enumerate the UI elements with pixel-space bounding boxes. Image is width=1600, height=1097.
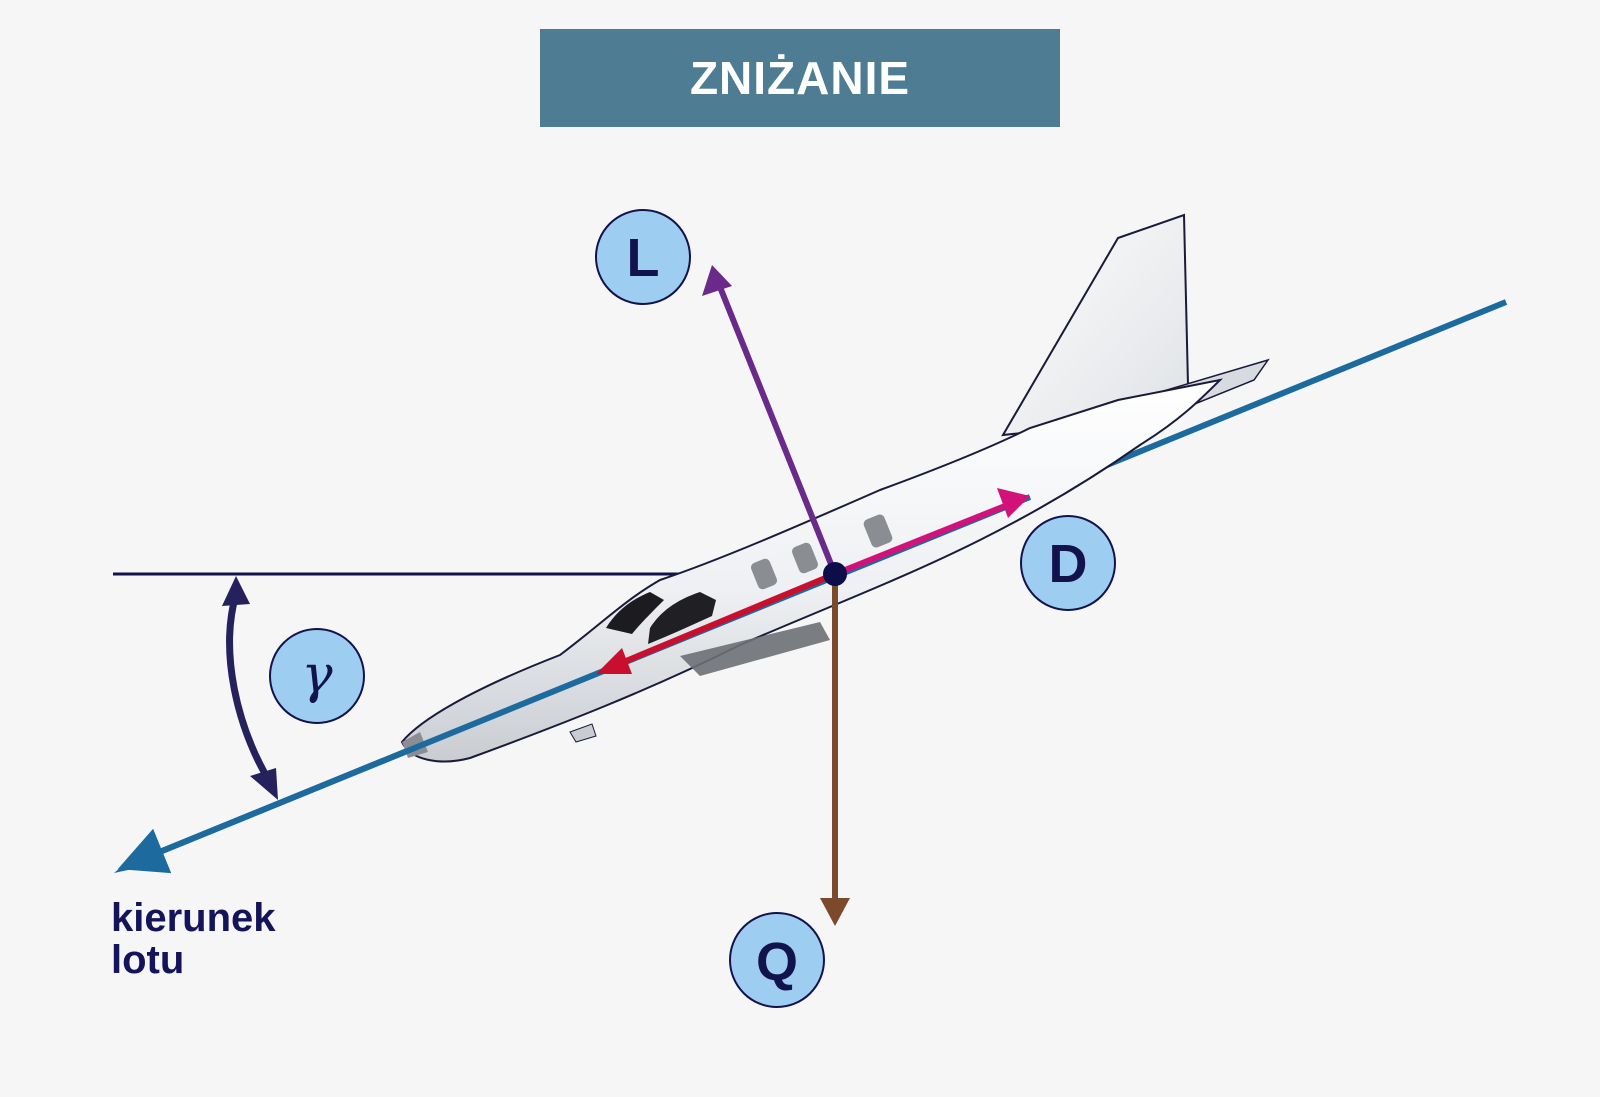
lift-arrowhead bbox=[702, 265, 732, 296]
lift-label-circle bbox=[595, 209, 691, 305]
drag-vector bbox=[833, 497, 1022, 577]
flight-direction-caption: kierunek lotu bbox=[111, 897, 276, 981]
lift-label-text: L bbox=[627, 228, 660, 288]
caption-line-1: kierunek bbox=[111, 896, 276, 940]
cockpit-window bbox=[648, 592, 716, 644]
lift-vector bbox=[715, 280, 838, 576]
weight-label-circle bbox=[729, 912, 825, 1008]
center-of-gravity bbox=[823, 562, 847, 586]
flight-direction-arrowhead bbox=[114, 844, 156, 873]
angle-arc bbox=[226, 593, 275, 788]
wing-root bbox=[680, 622, 830, 676]
angle-label: γ bbox=[269, 628, 365, 724]
cabin-window bbox=[750, 558, 778, 590]
windshield bbox=[606, 592, 664, 634]
angle-label-circle bbox=[269, 628, 365, 724]
title-banner: ZNIŻANIE bbox=[540, 29, 1060, 127]
caption-line-2: lotu bbox=[111, 938, 185, 982]
lift-label: L bbox=[595, 209, 691, 305]
weight-label-text: Q bbox=[756, 932, 798, 992]
drag-label-circle bbox=[1020, 515, 1116, 611]
landing-gear-door bbox=[569, 723, 597, 743]
drag-arrowhead bbox=[997, 488, 1030, 518]
forward-arrowhead bbox=[596, 648, 632, 674]
drag-label-text: D bbox=[1049, 534, 1088, 594]
cabin-window bbox=[863, 514, 893, 548]
angle-arrowhead-bottom bbox=[250, 768, 278, 800]
weight-arrowhead bbox=[820, 898, 850, 926]
forward-vector bbox=[612, 571, 837, 669]
cabin-window bbox=[791, 542, 819, 574]
page-title: ZNIŻANIE bbox=[689, 52, 911, 104]
drag-label: D bbox=[1020, 515, 1116, 611]
angle-arrowhead-top bbox=[222, 576, 250, 606]
angle-label-text: γ bbox=[301, 645, 333, 705]
weight-label: Q bbox=[729, 912, 825, 1008]
